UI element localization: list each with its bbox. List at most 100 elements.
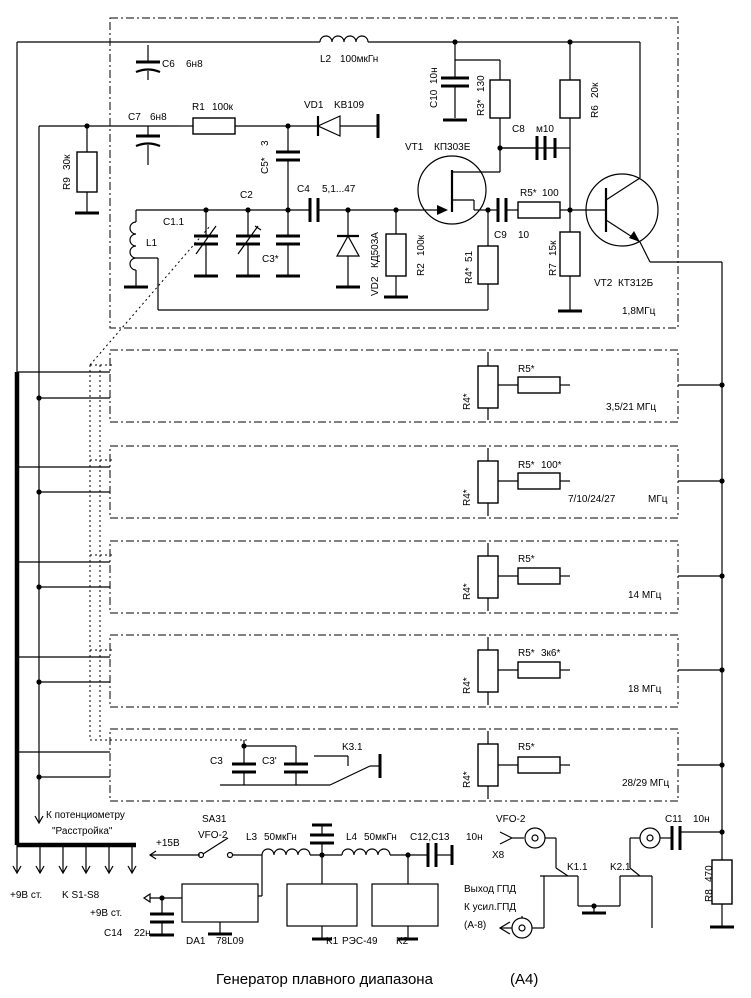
c5-value: 3 bbox=[260, 140, 271, 146]
c4-label: C4 bbox=[297, 184, 310, 195]
r4-value: 51 bbox=[464, 250, 475, 262]
output-ref-label: (А-8) bbox=[464, 920, 486, 931]
c4-value: 5,1...47 bbox=[322, 184, 356, 195]
r5-band1-label: R5* bbox=[518, 364, 535, 375]
r5-band4-value: 3к6* bbox=[541, 648, 560, 659]
component-labels: C6 6н8 L2 100мкГн C10 10н R3* 130 R6 20к… bbox=[10, 54, 715, 988]
r3-label: R3* bbox=[476, 99, 487, 116]
output-switching bbox=[498, 826, 734, 939]
main-module bbox=[75, 35, 722, 313]
r5-value: 100 bbox=[542, 188, 559, 199]
c6-label: C6 bbox=[162, 59, 175, 70]
c9-label: C9 bbox=[494, 230, 507, 241]
vd1-label: VD1 bbox=[304, 100, 324, 111]
output-label: Выход ГПД bbox=[464, 884, 516, 895]
potentiometer-label: К потенциометру bbox=[46, 810, 125, 821]
x8-label: X8 bbox=[492, 850, 505, 861]
r5-label: R5* bbox=[520, 188, 537, 199]
k31-label: K3.1 bbox=[342, 742, 363, 753]
output-amp-label: К усил.ГПД bbox=[464, 902, 516, 913]
band4-label: 18 МГц bbox=[628, 684, 662, 695]
band-modules bbox=[220, 352, 570, 799]
r5-band4-label: R5* bbox=[518, 648, 535, 659]
schematic-title-ref: (А4) bbox=[510, 971, 538, 988]
r2-value: 100к bbox=[416, 234, 427, 256]
c14-value: 22н bbox=[134, 928, 151, 939]
c7-value: 6н8 bbox=[150, 112, 167, 123]
k11-label: K1.1 bbox=[567, 862, 588, 873]
r6-value: 20к bbox=[590, 82, 601, 98]
r8-value: 470 bbox=[704, 865, 715, 882]
r8-label: R8 bbox=[704, 889, 715, 902]
c9-value: 10 bbox=[518, 230, 530, 241]
l3-label: L3 bbox=[246, 832, 258, 843]
vd2-label: VD2 bbox=[370, 276, 381, 296]
r4-band5-label: R4* bbox=[462, 771, 473, 788]
r4-band3-label: R4* bbox=[462, 583, 473, 600]
k21-label: K2.1 bbox=[610, 862, 631, 873]
c3b-label: C3 bbox=[210, 756, 223, 767]
r4-band4-label: R4* bbox=[462, 677, 473, 694]
c7-label: C7 bbox=[128, 112, 141, 123]
l4-label: L4 bbox=[346, 832, 358, 843]
schematic-title: Генератор плавного диапазона bbox=[216, 971, 434, 988]
vd1-value: KB109 bbox=[334, 100, 364, 111]
c8-label: C8 bbox=[512, 124, 525, 135]
l2-value: 100мкГн bbox=[340, 54, 378, 65]
r4-label: R4* bbox=[464, 267, 475, 284]
c1213-label: C12,C13 bbox=[410, 832, 450, 843]
c5-label: C5* bbox=[260, 157, 271, 174]
r5-band2-label: R5* bbox=[518, 460, 535, 471]
l2-label: L2 bbox=[320, 54, 332, 65]
vt1-label: VT1 bbox=[405, 142, 424, 153]
band1-label: 3,5/21 МГц bbox=[606, 402, 656, 413]
c10-value: 10н bbox=[429, 67, 440, 84]
control-bus bbox=[12, 41, 250, 875]
c1213-value: 10н bbox=[466, 832, 483, 843]
r7-value: 15к bbox=[548, 240, 559, 256]
vd2-value: КД503А bbox=[370, 232, 381, 268]
band3-label: 14 МГц bbox=[628, 590, 662, 601]
c11b-value: 10н bbox=[693, 814, 710, 825]
c11-label: C1.1 bbox=[163, 217, 185, 228]
detune-label: "Расстройка" bbox=[52, 826, 113, 837]
r1-label: R1 bbox=[192, 102, 205, 113]
c3p-label: C3' bbox=[262, 756, 277, 767]
r9-value: 30к bbox=[62, 154, 73, 170]
l1-label: L1 bbox=[146, 238, 158, 249]
c3-label: C3* bbox=[262, 254, 279, 265]
r4-band2-label: R4* bbox=[462, 489, 473, 506]
plus15v-label: +15В bbox=[156, 838, 180, 849]
band0-label: 1,8МГц bbox=[622, 306, 656, 317]
plus9v-label: +9В ст. bbox=[10, 890, 42, 901]
vt1-value: КП303Е bbox=[434, 142, 471, 153]
output-line bbox=[678, 262, 725, 835]
c14-label: C14 bbox=[104, 928, 123, 939]
r2-label: R2 bbox=[416, 263, 427, 276]
r1-value: 100к bbox=[212, 102, 234, 113]
plus9v-b-label: +9В ст. bbox=[90, 908, 122, 919]
r6-label: R6 bbox=[590, 105, 601, 118]
band5-label: 28/29 МГц bbox=[622, 778, 670, 789]
vfo2-label: VFO-2 bbox=[198, 830, 228, 841]
r5-band3-label: R5* bbox=[518, 554, 535, 565]
r5-band5-label: R5* bbox=[518, 742, 535, 753]
vt2-value: КТ312Б bbox=[618, 278, 654, 289]
band2-label: 7/10/24/27 bbox=[568, 494, 616, 505]
c2-label: C2 bbox=[240, 190, 253, 201]
k1-label: K1 bbox=[326, 936, 339, 947]
r4-band1-label: R4* bbox=[462, 393, 473, 410]
c11b-label: C11 bbox=[665, 814, 683, 825]
c6-value: 6н8 bbox=[186, 59, 203, 70]
band2-unit: МГц bbox=[648, 494, 668, 505]
k1-value: РЭС-49 bbox=[342, 936, 378, 947]
sa31-label: SA31 bbox=[202, 814, 227, 825]
l3-value: 50мкГн bbox=[264, 832, 297, 843]
r3-value: 130 bbox=[476, 75, 487, 92]
l4-value: 50мкГн bbox=[364, 832, 397, 843]
vfo2b-label: VFO-2 bbox=[496, 814, 526, 825]
vt2-label: VT2 bbox=[594, 278, 613, 289]
c10-label: C10 bbox=[429, 89, 440, 108]
da1-label: DA1 bbox=[186, 936, 206, 947]
